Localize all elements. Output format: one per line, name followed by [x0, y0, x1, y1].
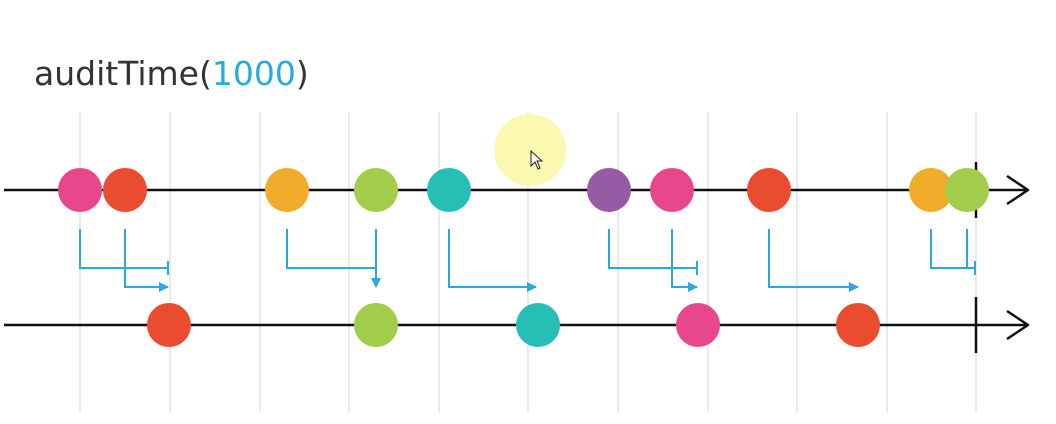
- cursor-pointer-icon: [530, 149, 544, 170]
- arrowhead-icon: [1006, 309, 1030, 341]
- output-marble-red: [147, 303, 191, 347]
- dropped-bracket: [966, 229, 976, 275]
- source-marble-red: [747, 168, 791, 212]
- source-marble-red: [103, 168, 147, 212]
- output-marble-green: [354, 303, 398, 347]
- dropped-bracket: [79, 229, 169, 275]
- source-marble-orange: [265, 168, 309, 212]
- operator-name: auditTime(: [34, 54, 212, 93]
- audit-connectors: [79, 229, 976, 292]
- cursor-halo: [494, 114, 566, 186]
- source-marble-pink: [58, 168, 102, 212]
- source-marble-orange: [909, 168, 953, 212]
- dropped-bracket: [286, 229, 377, 275]
- source-marble-green: [354, 168, 398, 212]
- source-marble-green: [945, 168, 989, 212]
- source-marble-purple: [587, 168, 631, 212]
- arrowhead-icon: [1006, 174, 1030, 206]
- source-marble-pink: [650, 168, 694, 212]
- operator-close-paren: ): [295, 54, 309, 93]
- output-marble-teal: [516, 303, 560, 347]
- emit-arrow: [768, 229, 859, 292]
- emit-arrow: [124, 229, 169, 292]
- emit-arrow: [671, 229, 698, 292]
- cursor-highlight: [494, 114, 566, 186]
- output-marbles: [147, 303, 880, 347]
- dropped-bracket: [608, 229, 698, 275]
- emit-arrow: [448, 229, 537, 292]
- operator-title: auditTime(1000): [34, 54, 309, 93]
- source-marbles: [58, 168, 989, 212]
- operator-argument: 1000: [211, 54, 296, 93]
- output-marble-pink: [676, 303, 720, 347]
- output-marble-red: [836, 303, 880, 347]
- source-marble-teal: [427, 168, 471, 212]
